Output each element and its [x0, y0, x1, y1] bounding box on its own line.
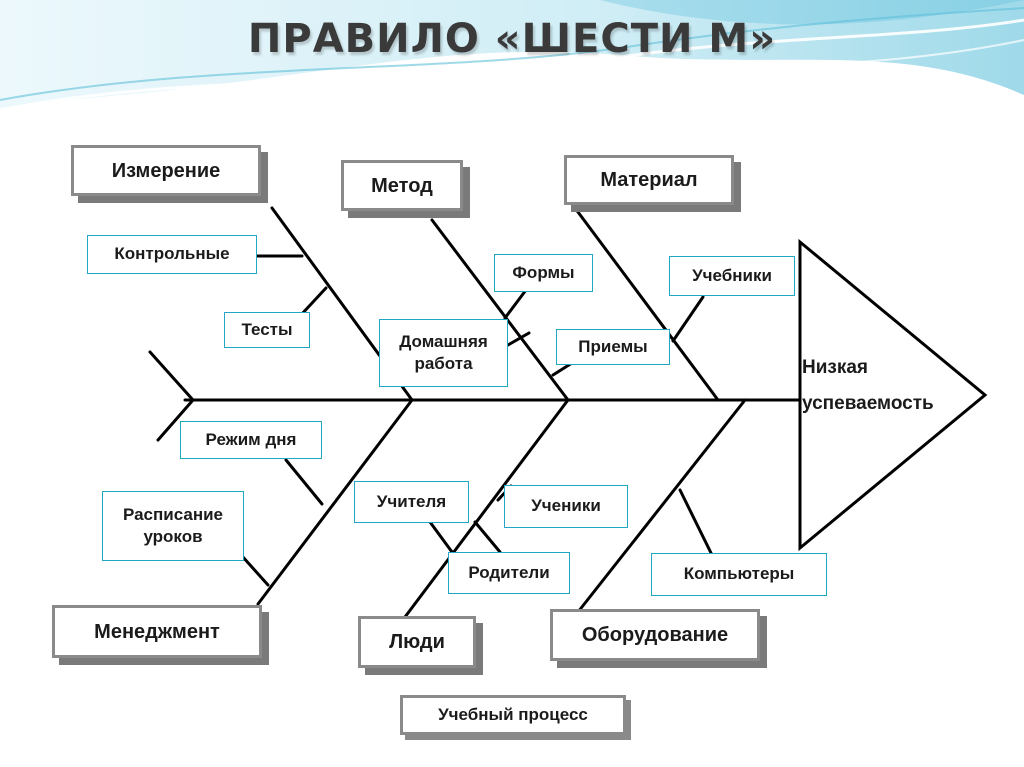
cause-textbooks: Учебники	[669, 256, 795, 296]
sub-textbooks	[673, 297, 703, 341]
cause-control: Контрольные	[87, 235, 257, 274]
cause-daily-routine: Режим дня	[180, 421, 322, 459]
sub-daily-routine	[286, 460, 322, 504]
sub-parents	[475, 522, 500, 552]
category-people: Люди	[358, 616, 476, 668]
footer-label: Учебный процесс	[400, 695, 626, 735]
tail-upper	[150, 352, 193, 400]
category-measurement: Измерение	[71, 145, 261, 196]
category-material: Материал	[564, 155, 734, 205]
sub-schedule	[242, 556, 268, 585]
cause-computers: Компьютеры	[651, 553, 827, 596]
cause-techniques: Приемы	[556, 329, 670, 365]
cause-schedule: Расписание уроков	[102, 491, 244, 561]
sub-teachers	[430, 522, 452, 552]
page-title: ПРАВИЛО «ШЕСТИ М»	[0, 16, 1024, 62]
effect-line-1: Низкая	[802, 350, 934, 386]
cause-parents: Родители	[448, 552, 570, 594]
cause-teachers: Учителя	[354, 481, 469, 523]
effect-line-2: успеваемость	[802, 386, 934, 422]
cause-students: Ученики	[504, 485, 628, 528]
category-management: Менеджмент	[52, 605, 262, 658]
category-equipment: Оборудование	[550, 609, 760, 661]
sub-computers	[680, 490, 712, 555]
cause-tests: Тесты	[224, 312, 310, 348]
effect-label: Низкая успеваемость	[802, 350, 934, 422]
category-method: Метод	[341, 160, 463, 211]
cause-homework: Домашняя работа	[379, 319, 508, 387]
sub-forms	[505, 290, 526, 318]
cause-forms: Формы	[494, 254, 593, 292]
